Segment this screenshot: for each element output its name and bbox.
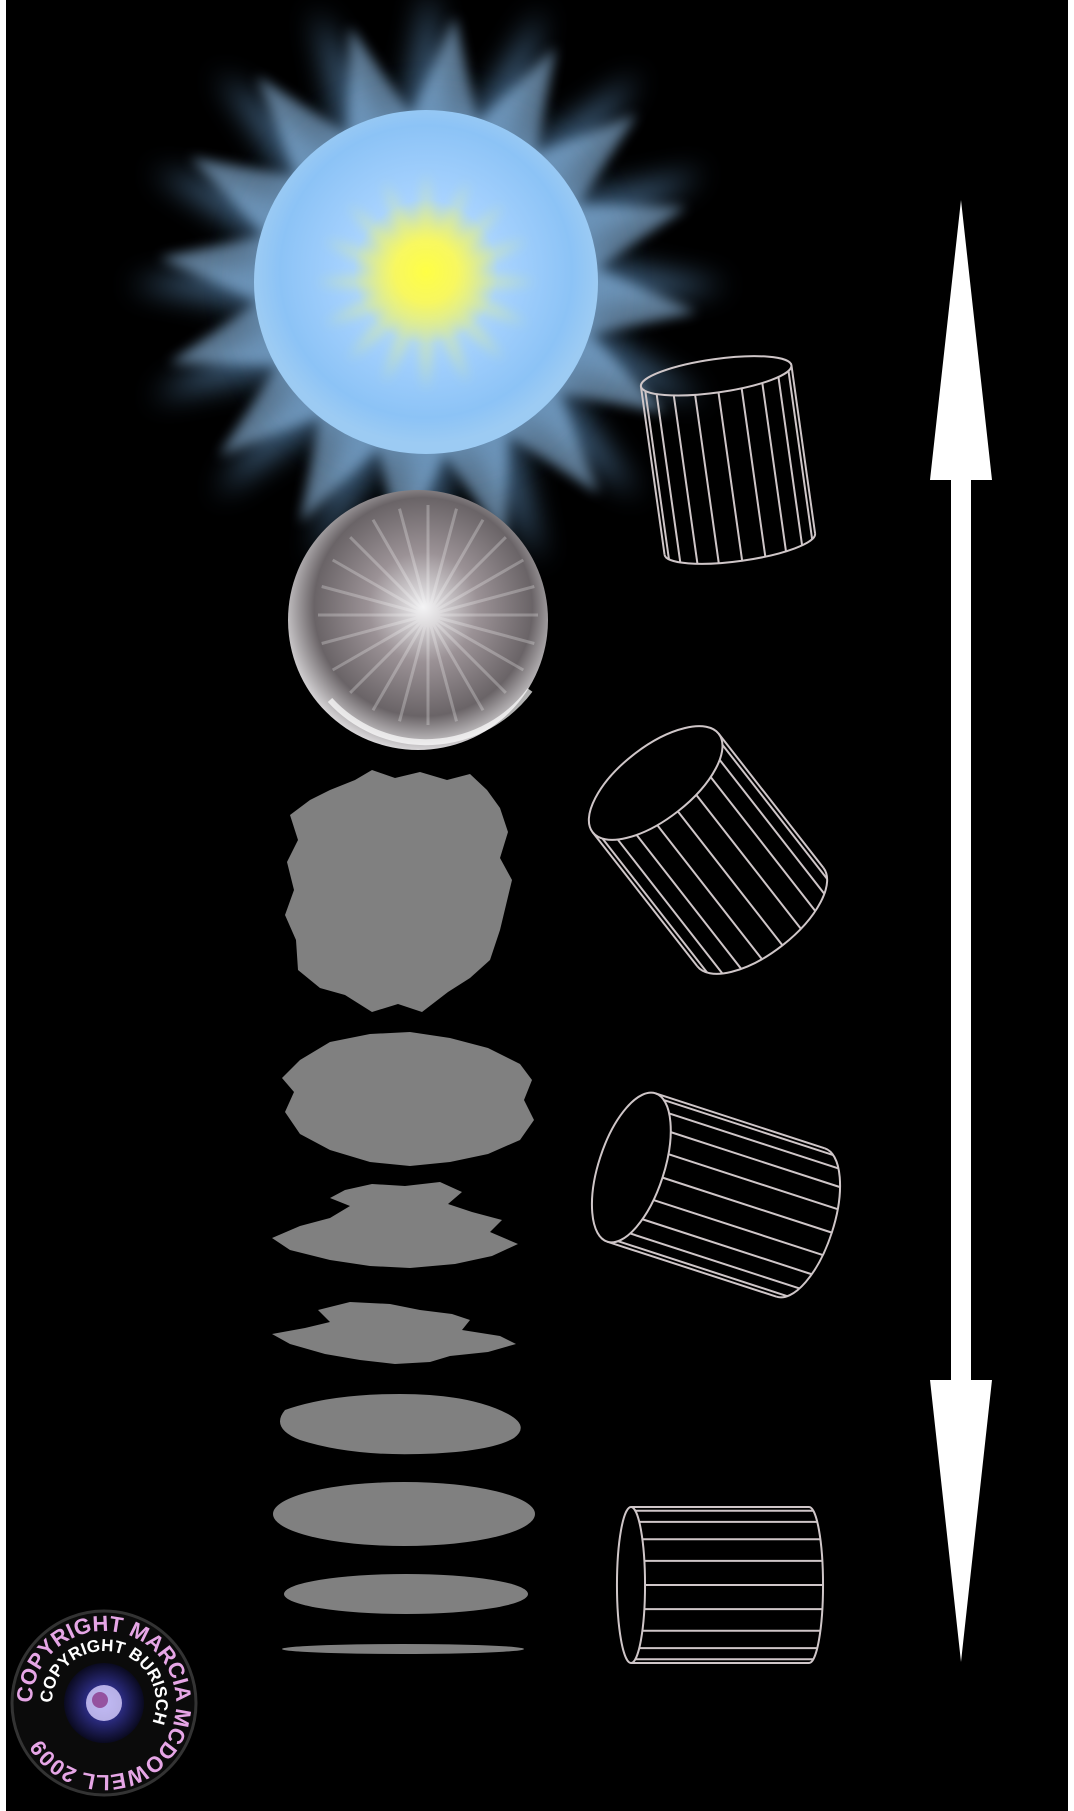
shadow-shape-6 — [273, 1482, 535, 1546]
copyright-seal-icon: COPYRIGHT MARCIA MCDOWELL 2009 COPYRIGHT… — [12, 1611, 197, 1795]
shaded-sphere-icon — [288, 490, 548, 750]
shadow-shape-8 — [282, 1644, 524, 1654]
shadow-shape-7 — [284, 1574, 528, 1614]
